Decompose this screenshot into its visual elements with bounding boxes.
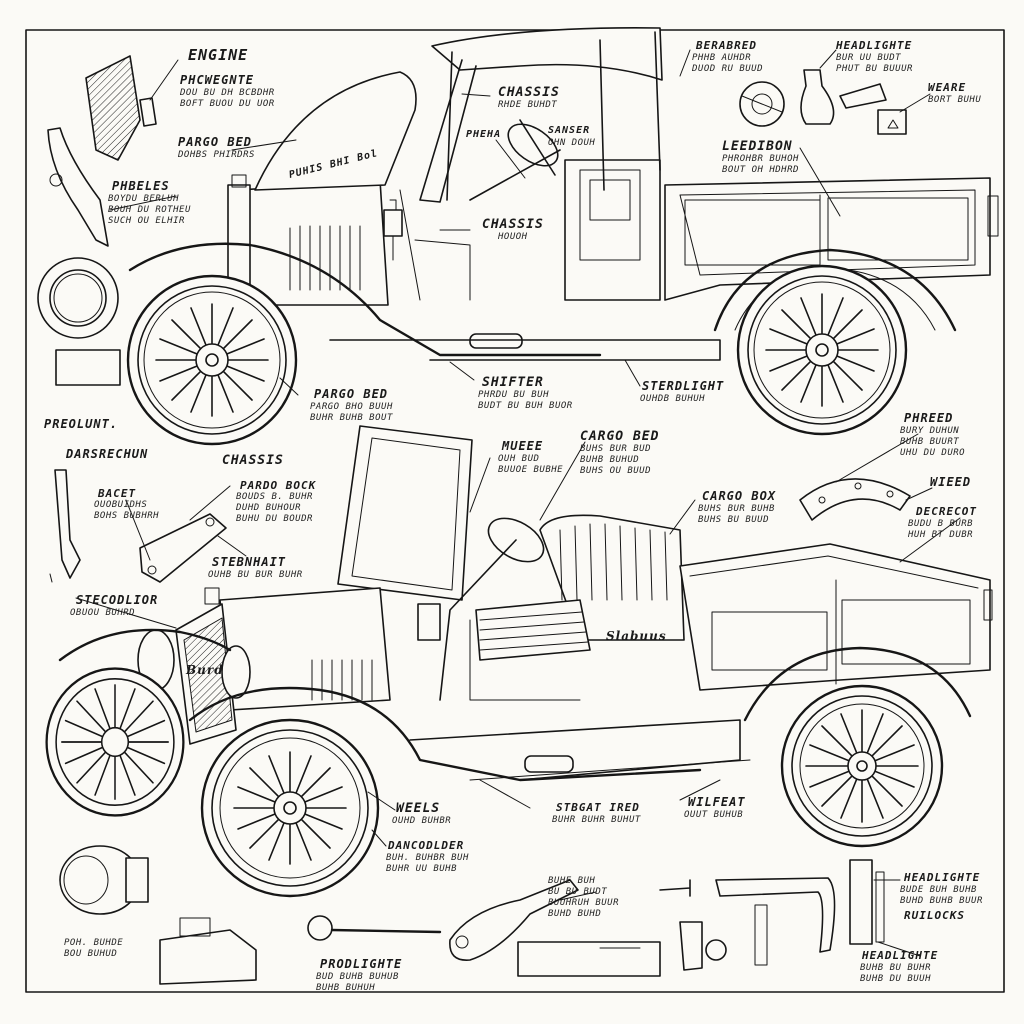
label-grille-badge: Burd [186, 663, 224, 677]
label-sterdlight: STERDLIGHT [642, 379, 725, 393]
label-phbeles: PHBELES [112, 179, 170, 193]
note-chassis-mid: HOUOH [498, 232, 528, 242]
note-headlighte-bottom: BUHB BU BUHR BUHB DU BUUH [860, 963, 932, 984]
label-bacet: BACET [98, 487, 137, 500]
upper-rear-wheel [736, 264, 908, 436]
lower-front-wheel [200, 718, 380, 898]
bottom-parts [59, 845, 885, 985]
label-pargo-bed-top: PARGO BED [178, 135, 253, 149]
note-pargo-bed-lower: PARGO BHO BUUH BUHR BUHB BOUT [310, 402, 393, 423]
note-decrecot: BUDU B BURB HUH BT DUBR [908, 519, 974, 540]
label-cargo-box: CARGO BOX [702, 489, 777, 503]
label-headlighte-bottom-right: HEADLIGHTE [904, 871, 981, 884]
label-stecodlior: STECODLIOR [76, 593, 159, 607]
label-stebnhait: STEBNHAIT [212, 555, 287, 569]
upper-front-wheel [126, 274, 298, 446]
label-berabred: BERABRED [696, 39, 757, 52]
note-stecodlior: OBUOU BUHRD [70, 608, 136, 618]
label-stabat-ired: STBGAT IRED [556, 801, 640, 814]
label-mueee: MUEEE [502, 439, 544, 453]
label-phreed: PHREED [904, 411, 954, 425]
upper-right-parts [739, 69, 907, 135]
note-mueee: OUH BUD BUUOE BUBHE [498, 454, 564, 475]
note-prodlighte: BUD BUHB BUHUB BUHB BUHUH [316, 972, 399, 993]
label-weels: WEELS [396, 801, 441, 816]
note-headlighte-top: BUR UU BUDT PHUT BU BUUUR [836, 53, 913, 74]
note-headlighte-bottom-right: BUDE BUH BUHB BUHD BUHB BUUR [900, 885, 983, 906]
note-shifter: PHRDU BU BUH BUDT BU BUH BUOR [478, 390, 573, 411]
label-shifter: SHIFTER [482, 375, 544, 390]
note-chassis-top: RHDE BUHDT [498, 100, 558, 110]
label-cargo-bed: CARGO BED [580, 429, 660, 444]
note-small-left: POH. BUHDE BOU BUHUD [64, 938, 124, 959]
label-ruilocks: RUILOCKS [904, 909, 965, 922]
note-stabat-ired: BUHR BUHR BUHUT [552, 815, 641, 825]
note-dancodlder: BUH. BUHBR BUH BUHR UU BUHB [386, 853, 469, 874]
note-phreed: BURY DUHUN BUHB BUURT UHU DU DURO [900, 426, 966, 458]
note-phbeles: BOYDU BERLUH BOUH DU ROTHEU SUCH OU ELHI… [108, 194, 191, 226]
note-sterdlight: OUHDB BUHUH [640, 394, 706, 404]
label-slabuus: Slabuus [606, 629, 667, 643]
label-sanser: SANSER [548, 125, 591, 136]
label-decrecot: DECRECOT [916, 505, 977, 518]
note-cargo-bed: BUHS BUR BUD BUHB BUHUD BUHS OU BUUD [580, 444, 652, 476]
label-leedibon: LEEDIBON [722, 139, 793, 154]
upper-left-parts [37, 55, 157, 339]
note-leedibon: PHROHBR BUHOH BOUT OH HDHRD [722, 154, 799, 175]
note-pargo-bed-top: DOHBS PHIRDRS [178, 150, 255, 160]
label-chassis-top: CHASSIS [498, 85, 560, 100]
note-weels: OUHD BUHBR [392, 816, 452, 826]
lower-left-wheel [45, 667, 185, 817]
note-stebnhait: OUHB BU BUR BUHR [208, 570, 303, 580]
label-prodlighte: PRODLIGHTE [320, 957, 403, 971]
label-preolunt: PREOLUNT. [44, 417, 119, 431]
note-weare: BORT BUHU [928, 95, 982, 105]
label-phcwegnte: PHCWEGNTE [180, 73, 255, 87]
note-wilfeat: OUUT BUHUB [684, 810, 744, 820]
label-weare: WEARE [928, 81, 967, 94]
fender-part [799, 478, 911, 521]
note-pardo-bock: BOUDS B. BUHR DUHD BUHOUR BUHU DU BOUDR [236, 492, 313, 524]
note-berabred: PHHB AUHDR DUOD RU BUUD [692, 53, 764, 74]
label-engine: ENGINE [188, 46, 249, 64]
lower-truck [58, 425, 993, 782]
label-pheha: PHEHA [466, 129, 502, 140]
leader-lines [49, 49, 961, 957]
left-side-parts [54, 469, 227, 583]
upper-truck [55, 27, 999, 386]
label-wilfeat: WILFEAT [688, 795, 746, 809]
label-chassis-left: CHASSIS [222, 453, 284, 468]
label-headlighte-top: HEADLIGHTE [836, 39, 913, 52]
label-pardo-bock: PARDO BOCK [240, 479, 317, 492]
sheet-border [25, 29, 1005, 993]
note-bacet: OUOBUIDHS BOHS BUBHRH [94, 500, 160, 521]
note-sanser: OHN DOUH [548, 138, 596, 148]
label-chassis-mid: CHASSIS [482, 217, 544, 232]
label-darsrechun: DARSRECHUN [66, 447, 149, 461]
label-pargo-bed-lower: PARGO BED [314, 387, 389, 401]
label-headlighte-bottom: HEADLIGHTE [862, 949, 939, 962]
lower-rear-wheel [780, 684, 944, 848]
label-dancodlder: DANCODLDER [388, 839, 465, 852]
note-cargo-box: BUHS BUR BUHB BUHS BU BUUD [698, 504, 775, 525]
note-phcwegnte: DOU BU DH BCBDHR BOFT BUOU DU UOR [180, 88, 275, 109]
label-wieed: WIEED [930, 475, 972, 489]
note-ruilocks: BUHE BUH BU BU BUDT BUUHRUH BUUR BUHD BU… [548, 876, 620, 919]
